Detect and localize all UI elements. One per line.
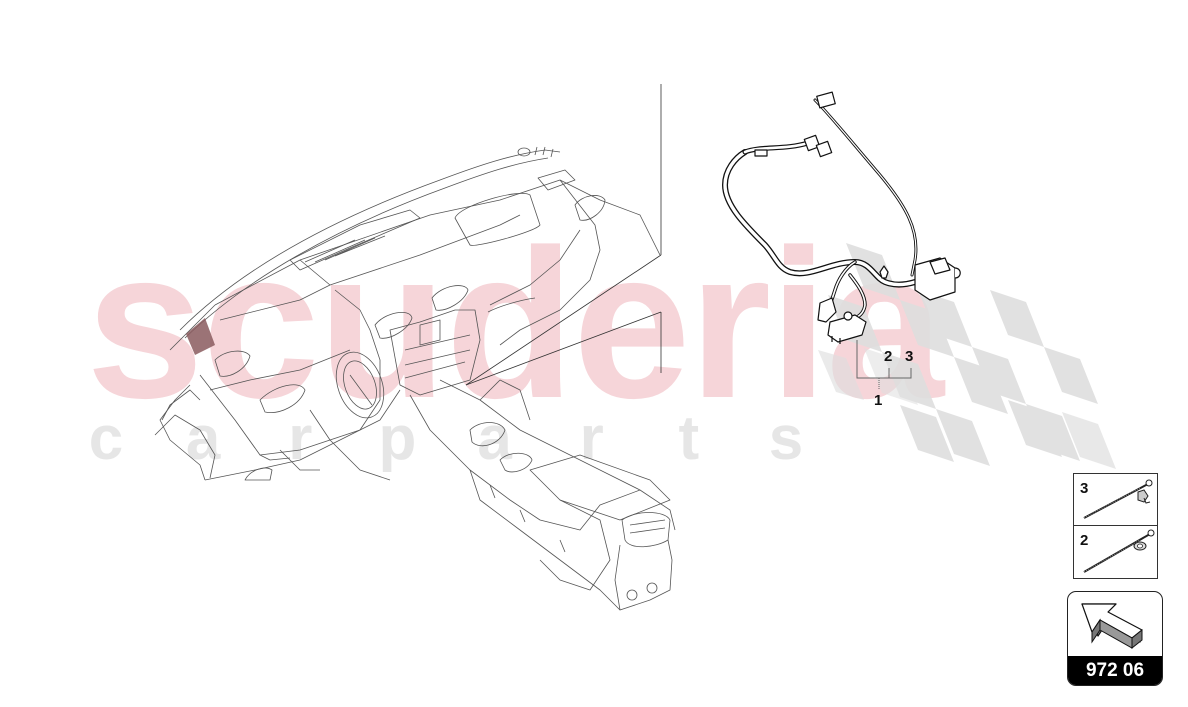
watermark-text: scuderia bbox=[86, 205, 944, 442]
watermark-letter: a bbox=[185, 404, 221, 473]
nav-badge-code: 972 06 bbox=[1068, 656, 1162, 685]
callout-3[interactable]: 3 bbox=[905, 348, 914, 365]
callout-2[interactable]: 2 bbox=[884, 348, 893, 365]
callout-1[interactable]: 1 bbox=[874, 392, 883, 409]
part-thumbnail-label: 2 bbox=[1080, 532, 1089, 549]
watermark-subtext: c a r p a r t s bbox=[86, 408, 806, 470]
watermark-letter: p bbox=[378, 404, 417, 473]
watermark-letter: r bbox=[288, 404, 313, 473]
watermark-letter: c bbox=[88, 404, 124, 473]
highlighted-part bbox=[186, 318, 215, 355]
callout-bracket bbox=[856, 340, 912, 390]
part-thumbnail-3[interactable]: 3 bbox=[1074, 474, 1157, 526]
leader-lines bbox=[465, 84, 662, 386]
watermark-letter: a bbox=[477, 404, 512, 473]
arrow-up-left-icon bbox=[1081, 603, 1143, 650]
watermark-letter: t bbox=[678, 404, 700, 473]
part-thumbnail-label: 3 bbox=[1080, 480, 1089, 497]
cable-tie-with-anchor-icon bbox=[1083, 529, 1155, 573]
nav-badge-button[interactable]: 972 06 bbox=[1067, 591, 1163, 686]
part-thumbnail-2[interactable]: 2 bbox=[1074, 526, 1157, 578]
part-thumbnails: 3 2 bbox=[1073, 473, 1158, 579]
watermark-letter: s bbox=[768, 404, 804, 473]
cable-tie-with-clip-icon bbox=[1083, 479, 1153, 519]
